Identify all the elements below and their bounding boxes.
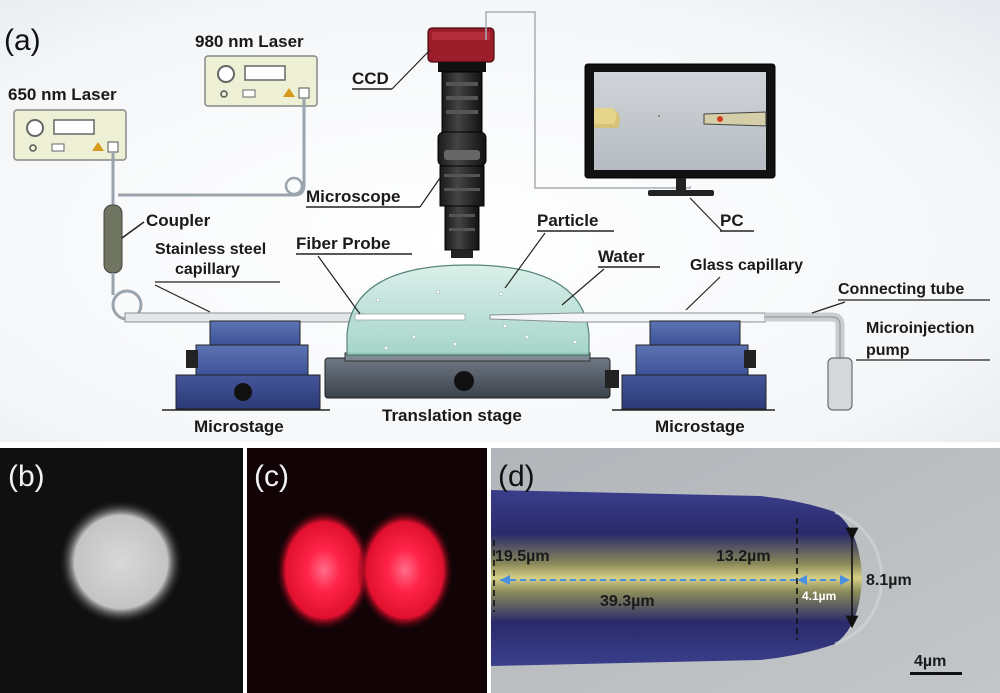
panel-b: (b)	[0, 448, 243, 693]
microscope-body	[437, 71, 487, 258]
fiber-probe-image	[491, 490, 862, 666]
panel-d-label: (d)	[498, 460, 535, 493]
water-leader	[561, 268, 605, 306]
ccd-leader	[391, 49, 431, 90]
water-dome	[346, 264, 590, 356]
microscope-label: Microscope	[306, 187, 400, 206]
pump-label-2: pump	[866, 342, 910, 359]
panel-separator	[0, 442, 1000, 448]
ccd-label: CCD	[352, 69, 389, 88]
panel-a: (a) 650 nm Laser 980 nm Laser	[0, 0, 1000, 442]
laser-980-device	[204, 55, 318, 107]
fiber-loop-980	[284, 176, 304, 196]
red-lobe-left	[276, 510, 372, 630]
measure-label-39-3: 39.3µm	[600, 593, 655, 610]
scale-bar-label: 4µm	[914, 653, 946, 670]
laser-650-label: 650 nm Laser	[8, 85, 117, 104]
steel-capillary-label-2: capillary	[175, 261, 240, 278]
pc-label: PC	[720, 211, 744, 230]
laser-980-label: 980 nm Laser	[195, 32, 304, 51]
scale-bar	[910, 672, 962, 675]
microscope-leader	[419, 177, 441, 208]
panel-c-label: (c)	[254, 460, 289, 493]
glass-capillary-label: Glass capillary	[690, 257, 803, 274]
glass-capillary-leader	[685, 276, 721, 311]
pump-label-1: Microinjection	[866, 320, 974, 337]
microstage-right-label: Microstage	[655, 417, 745, 436]
glass-capillary	[489, 312, 766, 323]
fiber-probe	[354, 313, 466, 321]
microstage-left-label: Microstage	[194, 417, 284, 436]
particle-label: Particle	[537, 211, 598, 230]
connecting-tube-label: Connecting tube	[838, 281, 964, 298]
microstage-left-device	[162, 320, 330, 411]
coupler-leader	[121, 221, 145, 239]
measure-label-13-2: 13.2µm	[716, 548, 771, 565]
panel-b-label: (b)	[8, 460, 45, 493]
panel-c: (c)	[247, 448, 487, 693]
laser-650-device	[13, 109, 127, 161]
measure-label-19-5: 19.5µm	[495, 548, 550, 565]
panel-a-label: (a)	[4, 24, 41, 57]
pc-leader	[689, 197, 723, 232]
translation-stage-device	[324, 352, 619, 399]
coupler-device	[103, 204, 123, 274]
steel-capillary-label-1: Stainless steel	[155, 241, 266, 258]
fiber-probe-leader	[317, 255, 361, 315]
microinjection-pump-device	[827, 357, 853, 411]
steel-leader	[154, 284, 211, 313]
measure-label-8-1: 8.1µm	[866, 572, 912, 589]
fiber-probe-label: Fiber Probe	[296, 234, 390, 253]
panel-d: (d) 19.5µm 13.2µm 39.3µm 4.1µm 8.1µm 4µm	[491, 448, 1000, 693]
particle-leader	[504, 232, 546, 289]
pc-monitor	[584, 63, 776, 196]
coupler-label: Coupler	[146, 211, 211, 230]
red-lobe-right	[357, 510, 453, 630]
water-label: Water	[598, 247, 645, 266]
microstage-right-device	[612, 320, 775, 411]
ccd-camera	[427, 27, 495, 72]
translation-stage-label: Translation stage	[382, 406, 522, 425]
ccd-pc-cable	[485, 11, 691, 189]
connecting-tube-leader	[811, 301, 846, 314]
measure-label-4-1: 4.1µm	[802, 589, 836, 603]
gray-beam-spot	[59, 500, 183, 624]
